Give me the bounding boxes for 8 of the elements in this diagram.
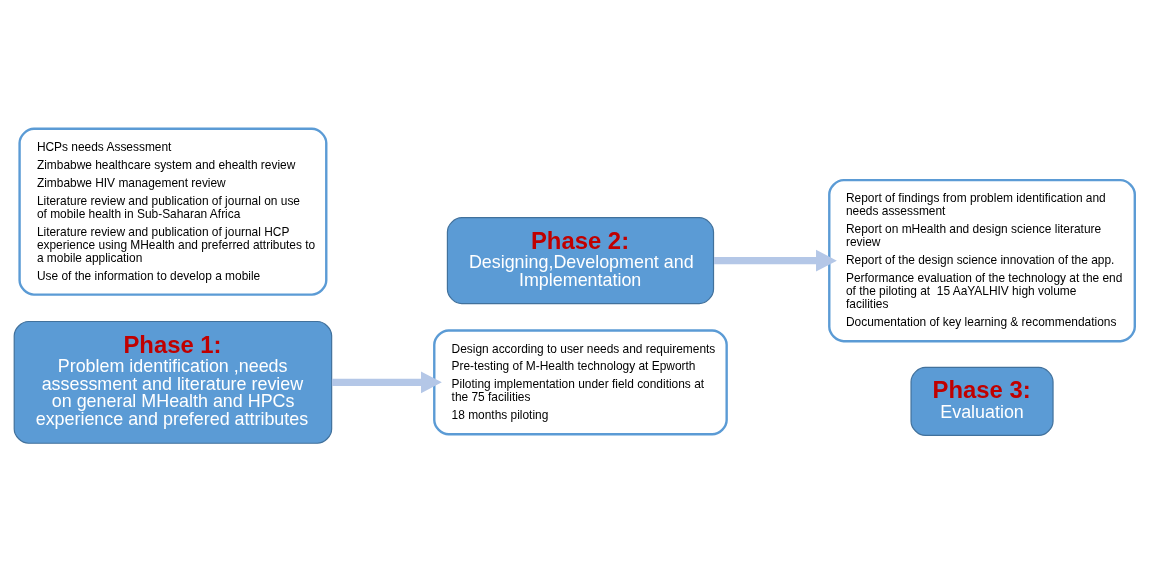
node-box: Phase 2: Designing,Development and Implementation [446,216,715,304]
node-box: Design according to user needs and requirements Pre-testing of M-Health technology at Epworth Piloting implementation under field conditions at the 75 facilities 18 months piloting [433,328,728,435]
node-box: Phase 3: Evaluation [910,366,1054,436]
node-box: Report of findings from problem identification and needs assessment Report on mHealth and design science literature review Report of the design science innovation of the app. Performance evaluation of the technology at the end of the piloting at 15 AaYALHIV high volume facilities Documentation of key learning & recommendations [828,178,1136,342]
arrow [714,249,837,272]
arrow [331,370,442,393]
node-box: HCPs needs Assessment Zimbabwe healthcare system and ehealth review Zimbabwe HIV management review Literature review and publication of journal on use of mobile health in Sub-Saharan Africa Literature review and publication of journal HCP experience using MHealth and preferred attributes to a mobile application Use of the information to develop a mobile [18,127,328,296]
node-box: Phase 1: Problem identification ,needs assessment and literature review on general MHealth and HPCs experience and prefered attributes [13,320,333,444]
